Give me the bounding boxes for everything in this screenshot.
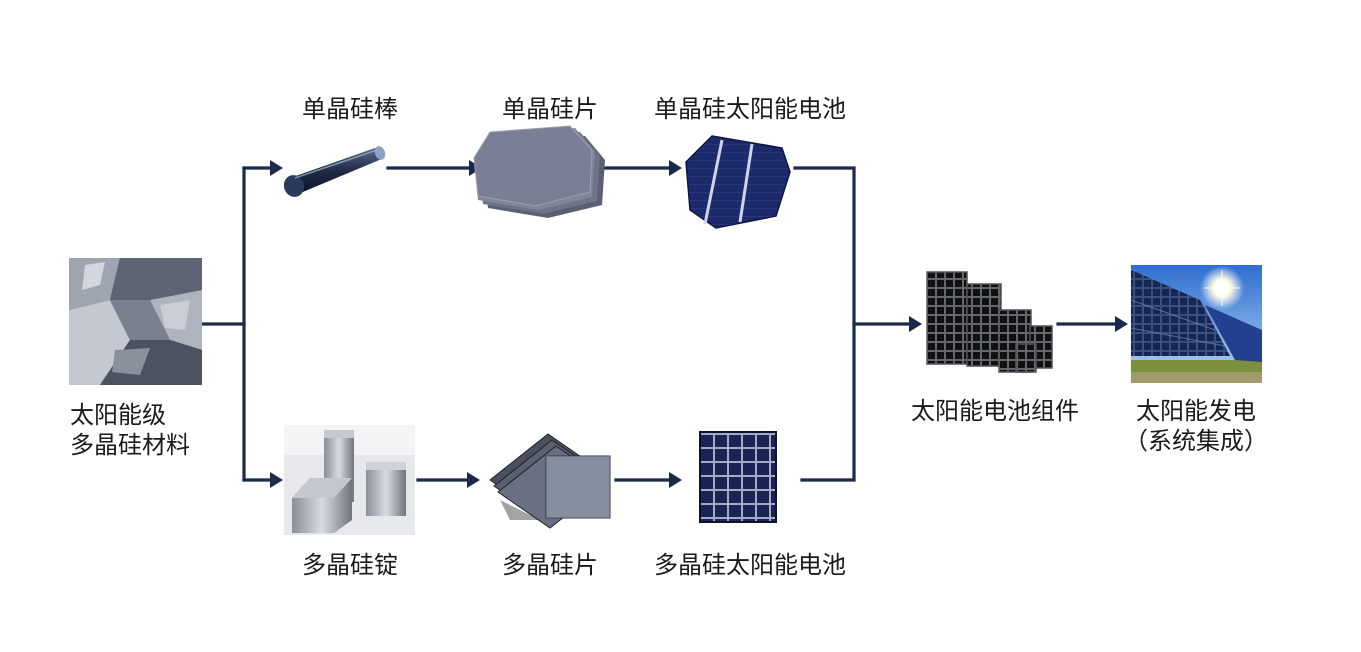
poly-solar-cell-icon: [699, 431, 777, 523]
mono-solar-cell-icon: [685, 135, 791, 229]
connector-merge: [793, 166, 856, 482]
poly-ingot-blocks-icon: [284, 425, 415, 535]
mono-silicon-rod-icon: [283, 146, 386, 197]
arrow-head-module: [909, 316, 922, 332]
poly-wafer-label: 多晶硅片: [502, 551, 598, 579]
solar-modules-icon: [926, 271, 1053, 373]
system-label-line2: （系统集成）: [1124, 427, 1268, 455]
raw-material-label-line2: 多晶硅材料: [70, 431, 190, 459]
connectors: [201, 160, 1128, 488]
mono-wafer-stack-icon: [473, 125, 605, 218]
arrow-head-mono-cell: [669, 160, 682, 176]
mono-ingot-label: 单晶硅棒: [302, 95, 398, 123]
system-label-line1: 太阳能发电: [1136, 397, 1256, 425]
module-label: 太阳能电池组件: [911, 397, 1079, 425]
arrow-head-poly-wafer: [467, 472, 480, 488]
arrow-head-poly-cell: [669, 472, 682, 488]
arrow-head-poly-ingot: [270, 472, 283, 488]
raw-material-label-line1: 太阳能级: [70, 401, 166, 429]
mono-cell-label: 单晶硅太阳能电池: [654, 95, 846, 123]
silicon-chunks-icon: [69, 258, 202, 385]
arrow-head-system: [1115, 316, 1128, 332]
arrow-head-mono-ingot: [270, 160, 283, 176]
poly-ingot-label: 多晶硅锭: [302, 551, 398, 579]
poly-cell-label: 多晶硅太阳能电池: [654, 551, 846, 579]
poly-wafer-stack-icon: [489, 433, 611, 529]
mono-wafer-label: 单晶硅片: [502, 95, 598, 123]
solar-farm-photo-icon: [1130, 265, 1262, 383]
